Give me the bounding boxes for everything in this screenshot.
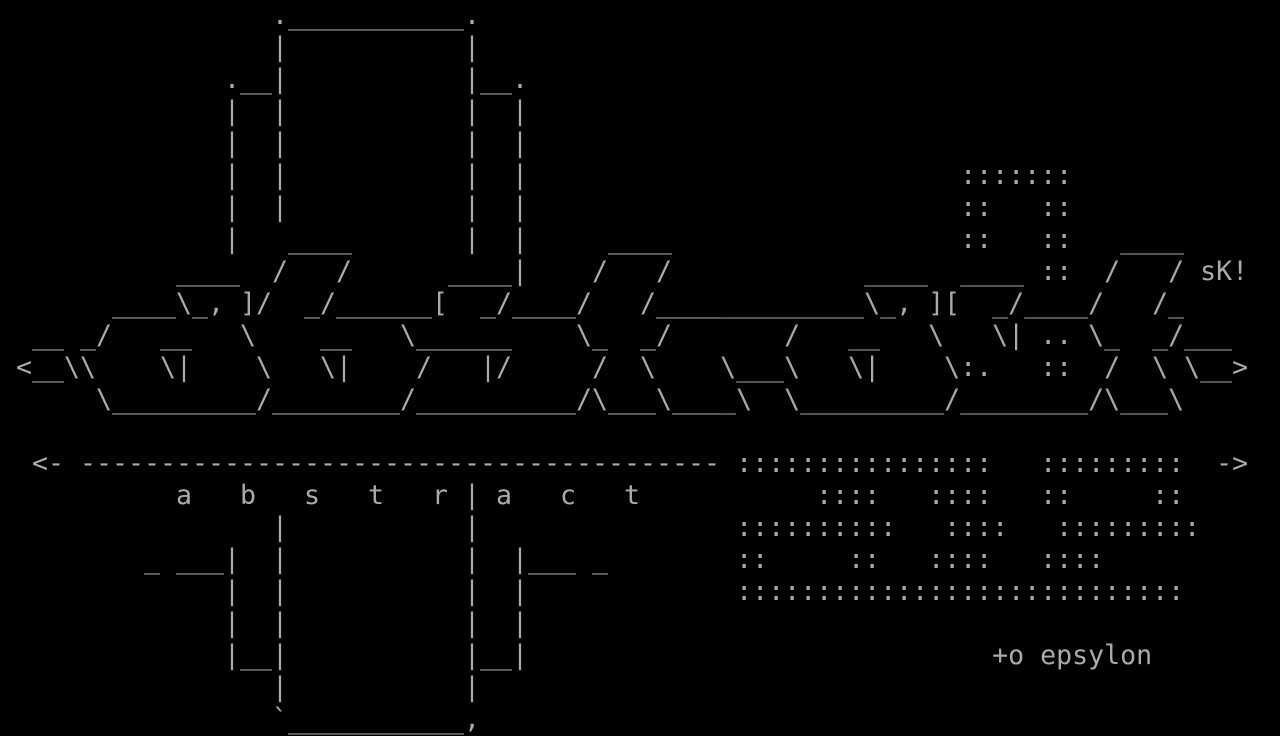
ascii-art-line: | | bbox=[0, 672, 481, 703]
ascii-art-line: | | | | :: :: bbox=[0, 192, 1073, 223]
ascii-art-line: | | | | ::::::: bbox=[0, 160, 1073, 191]
ascii-art-line: _ ___| | | |___ _ :: :: :::: :::: bbox=[0, 544, 1105, 575]
ascii-art-line: | ____ | | ____ :: :: ____ bbox=[0, 224, 1185, 255]
ascii-art-line: __ _/ __ \ __ \______ \_ _/ / __ \ \| ..… bbox=[0, 320, 1233, 351]
ascii-art-line: | | bbox=[0, 32, 481, 63]
ascii-art-credit-line: |__| |__| +o epsylon bbox=[0, 640, 1153, 671]
ascii-art-arrow-line: <- -------------------------------------… bbox=[0, 448, 1249, 479]
ascii-art-line: ____\_, ]/ _/______[ _/____/ /__________… bbox=[0, 288, 1185, 319]
ascii-art-line: | | :::::::::: :::: ::::::::: bbox=[0, 512, 1201, 543]
ascii-art-line: | | | | :::::::::::::::::::::::::::: bbox=[0, 576, 1185, 607]
ascii-art-line: <__\\ \| \ \| / |/ / \ \___\ \| \:. :: /… bbox=[0, 352, 1249, 383]
ascii-art-line: \_________/________/__________/\___\____… bbox=[0, 384, 1185, 415]
ascii-art-line: `___________, bbox=[0, 704, 481, 735]
ascii-art-line: | | | | bbox=[0, 128, 529, 159]
ascii-art-line: | | | | bbox=[0, 96, 529, 127]
ascii-art-line: | | | | bbox=[0, 608, 529, 639]
ascii-art-line-signature: ____ / / ____| / / ____ ____ :: / / sK! bbox=[0, 256, 1249, 287]
ascii-art-line: .___________. bbox=[0, 0, 481, 31]
ascii-art-title-line: a b s t r | a c t :::: :::: :: :: bbox=[0, 480, 1185, 511]
ascii-art-line: .__| |__. bbox=[0, 64, 529, 95]
